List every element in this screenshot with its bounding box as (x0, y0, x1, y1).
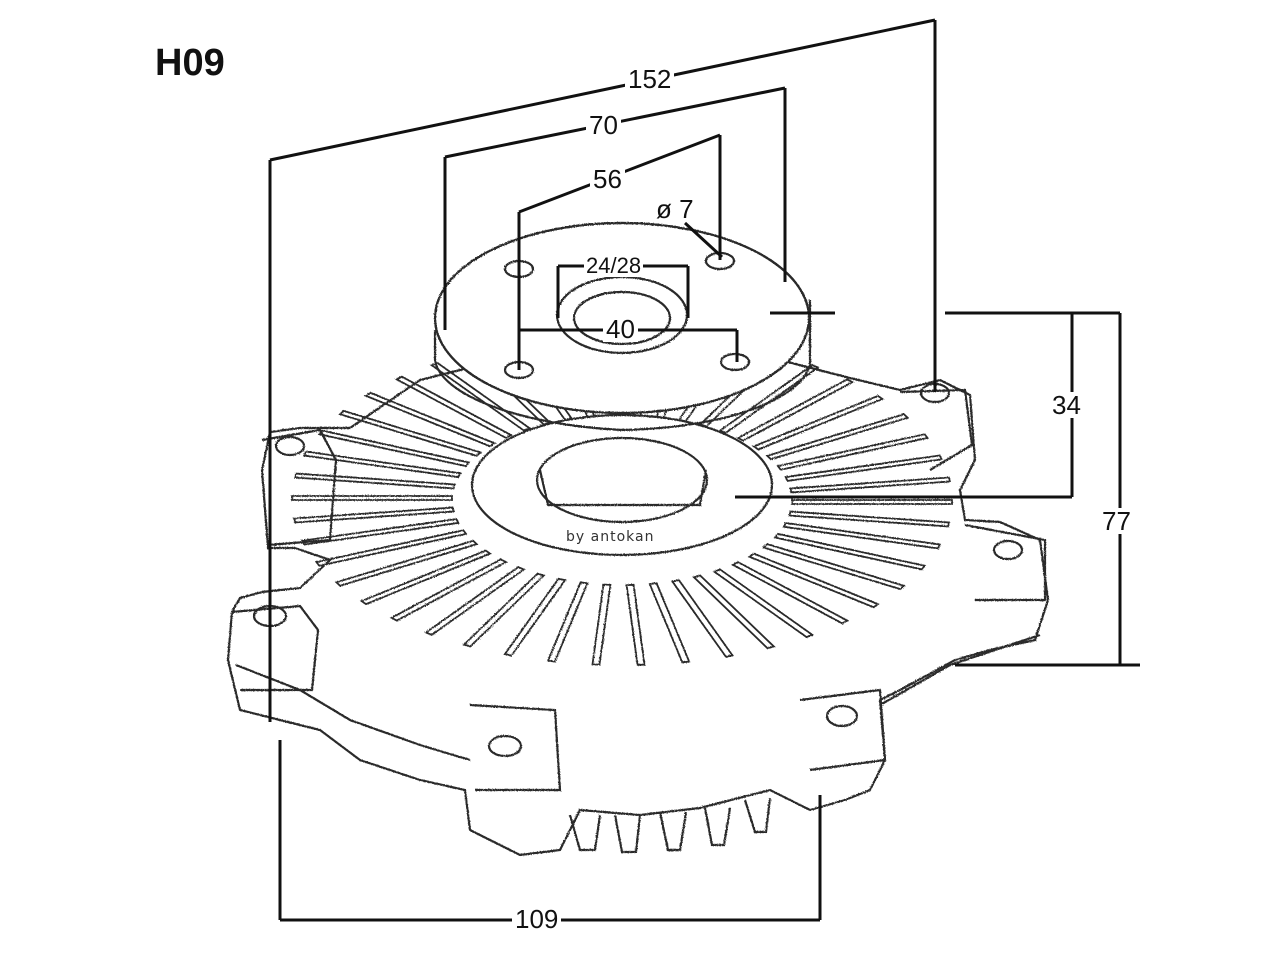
cooling-fin (317, 429, 471, 468)
cooling-fin (291, 495, 453, 501)
cooling-fin (752, 394, 885, 451)
cooling-fin (314, 529, 468, 567)
cooling-fin (300, 518, 460, 546)
dimension-hole-diameter: ø 7 (656, 194, 694, 224)
cooling-fin (791, 499, 953, 505)
cooling-fin (503, 577, 567, 657)
cooling-fin (731, 561, 850, 625)
cooling-fin (591, 583, 612, 666)
cooling-fin (747, 552, 880, 609)
cooling-fin (625, 583, 646, 666)
cooling-fin (788, 510, 951, 528)
cooling-fin (648, 582, 691, 664)
cooling-fin (765, 413, 910, 461)
cooling-fin (359, 549, 492, 606)
cooling-fin (302, 450, 462, 479)
cooling-fin (334, 539, 479, 587)
cooling-fin (782, 521, 942, 550)
cooling-fin (389, 558, 508, 622)
dimension-bore: 24/28 (584, 253, 644, 278)
cooling-fin (784, 454, 944, 482)
cooling-fin (718, 364, 820, 434)
cooling-fin (776, 433, 930, 471)
cooling-fin (462, 572, 546, 648)
cooling-fin (338, 409, 483, 457)
cooling-fin (761, 543, 906, 591)
cooling-fin (429, 361, 532, 432)
dimension-total-height: 77 (1099, 508, 1134, 534)
cooling-fin (364, 391, 497, 448)
cooling-fin (736, 378, 855, 442)
cooling-fin (546, 581, 589, 663)
dimension-base-mount-span: 109 (512, 906, 562, 932)
cooling-fin (670, 579, 735, 658)
cooling-fin (293, 472, 456, 490)
cooling-fin (292, 506, 455, 524)
credit-watermark: by antokan (566, 529, 655, 545)
cooling-fin (712, 568, 815, 639)
cooling-fin (394, 375, 513, 439)
dimension-flange-bolt-span: 70 (586, 112, 621, 138)
dimension-pilot-diameter: 40 (603, 316, 638, 342)
cooling-fin (424, 566, 526, 636)
cooling-fin (789, 476, 952, 494)
dimension-overall-bolt-span: 152 (625, 66, 675, 92)
dimension-flange-to-body-height: 34 (1049, 392, 1084, 418)
part-code-title: H09 (155, 42, 225, 84)
cooling-fin (773, 532, 927, 571)
dimension-lines (268, 18, 1140, 922)
dimension-flange-hole-spacing: 56 (590, 166, 625, 192)
cooling-fin (692, 574, 776, 650)
